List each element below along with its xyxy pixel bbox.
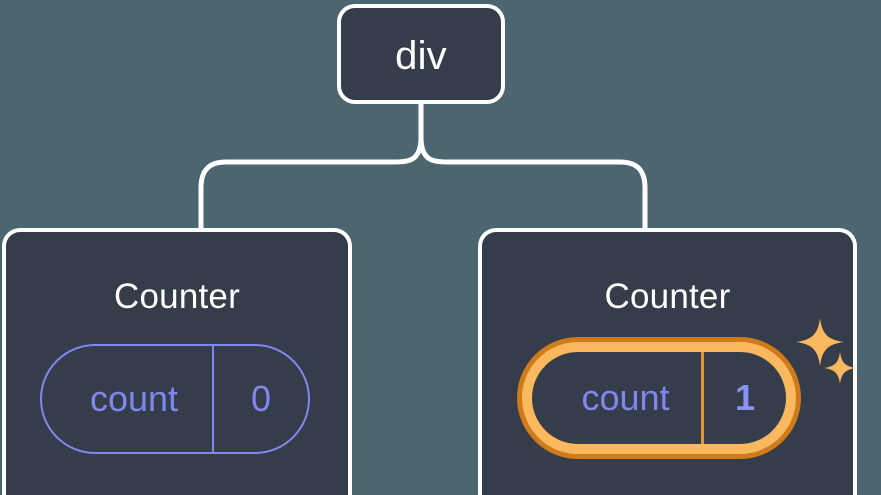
state-pill-count-right-highlighted[interactable]: count 1 [517,337,801,459]
state-pill-count-left[interactable]: count 0 [40,344,310,454]
state-key-label: count [532,352,704,444]
state-pill-inner: count 1 [522,342,796,454]
edge-to-counter-right [418,134,648,231]
state-key-label: count [42,346,214,452]
state-value-label: 1 [734,377,756,418]
node-div[interactable]: div [337,4,505,104]
edge-to-counter-left [198,134,424,231]
state-value-label: 0 [250,378,272,419]
node-div-label: div [395,34,447,78]
node-counter-right-label: Counter [604,277,731,316]
node-counter-left-label: Counter [114,277,240,316]
